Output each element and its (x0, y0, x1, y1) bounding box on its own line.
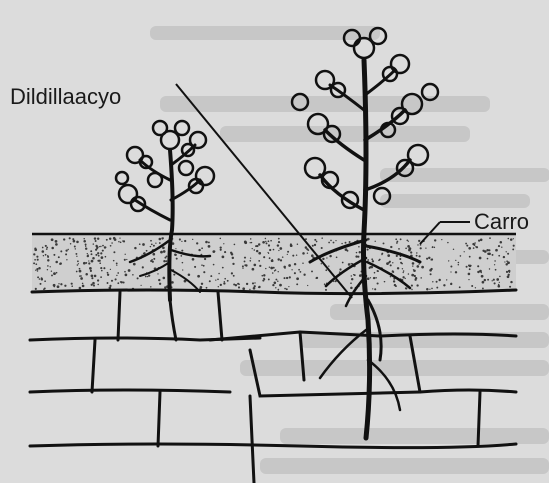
roots-label: Dildillaacyo (10, 86, 121, 108)
small-plant (116, 121, 214, 340)
soil-label: Carro (474, 211, 529, 233)
soil-layer (32, 234, 516, 292)
